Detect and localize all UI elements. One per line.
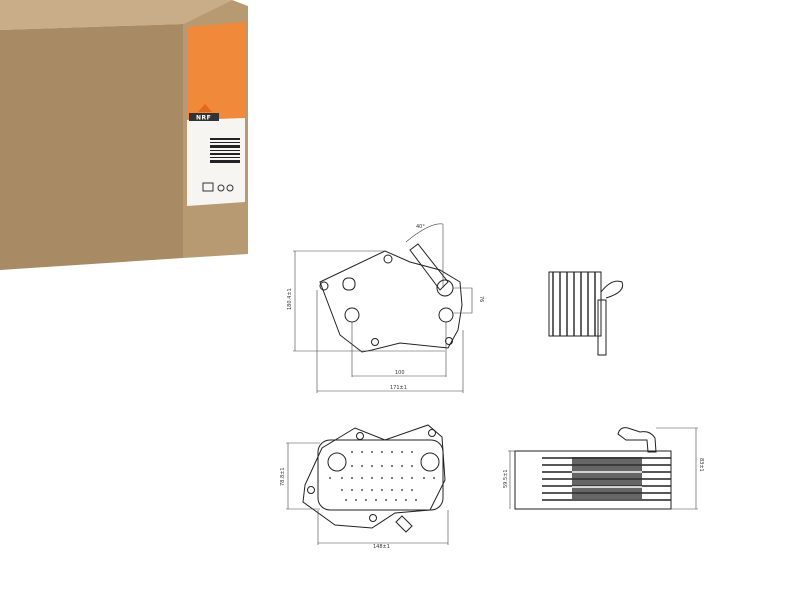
box-top-face xyxy=(0,0,232,30)
height-label: 180.4±1 xyxy=(287,288,293,310)
side-view-drawing: 59.5±1 83±1 xyxy=(503,427,704,510)
brand-logo-text: NRF xyxy=(196,115,211,122)
recycle-icon xyxy=(217,184,225,192)
angle-label: 40° xyxy=(416,224,425,230)
eac-mark xyxy=(202,182,214,192)
top-view-drawing: 40° 180.4±1 100 171±1 76 xyxy=(287,223,484,393)
certification-icon xyxy=(226,184,234,192)
cardboard-box: NRF xyxy=(0,0,248,270)
width-label: 171±1 xyxy=(390,385,407,391)
side-height-right-label: 83±1 xyxy=(698,458,704,472)
side-height-left-label: 59.5±1 xyxy=(503,469,509,488)
nrf-logo-bar xyxy=(189,113,219,121)
front-width-label: 148±1 xyxy=(373,544,390,550)
barcode xyxy=(210,138,240,163)
front-view-drawing: 78.8±1 148±1 xyxy=(280,424,449,550)
port-offset-label: 76 xyxy=(478,296,484,302)
front-height-label: 78.8±1 xyxy=(280,467,286,486)
hole-spacing-label: 100 xyxy=(395,370,405,376)
box-label: NRF xyxy=(187,22,245,206)
nrf-logo xyxy=(198,104,212,112)
end-view-drawing xyxy=(548,271,624,356)
box-front-face xyxy=(0,24,183,270)
